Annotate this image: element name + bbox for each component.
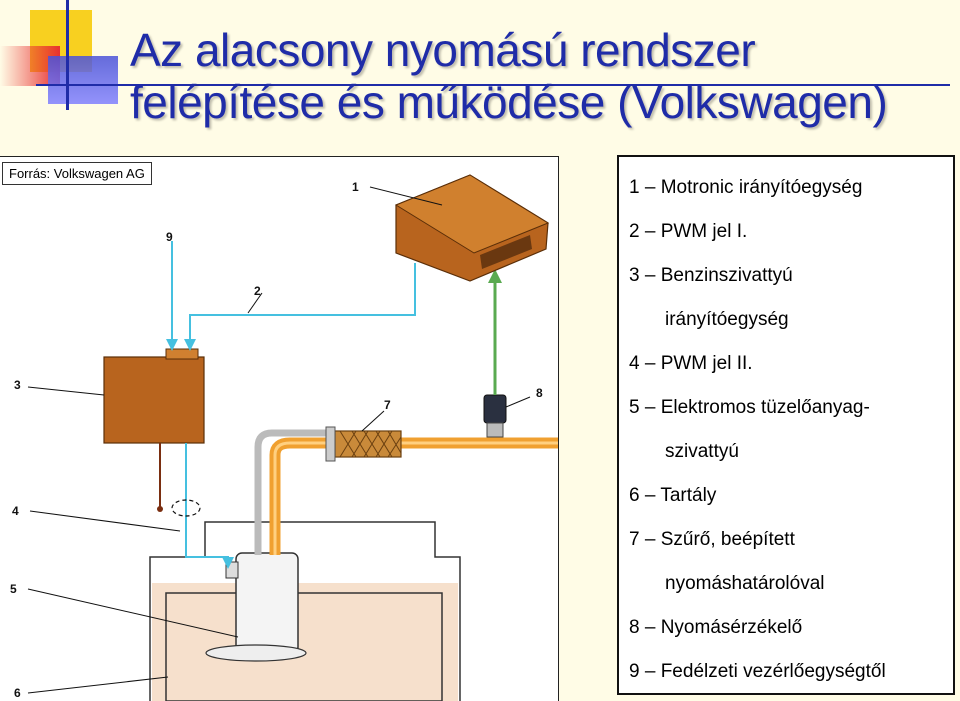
fuel-pump-base bbox=[205, 644, 307, 662]
leader-3 bbox=[27, 386, 105, 396]
legend-cont-7: nyomáshatárolóval bbox=[665, 573, 825, 594]
legend-item-4: 4 – PWM jel II. bbox=[629, 353, 753, 374]
leader-5 bbox=[27, 588, 239, 638]
signal-arrow-pwm2 bbox=[222, 557, 234, 569]
tank-fuel-level bbox=[152, 583, 458, 701]
legend-num-3: 3 bbox=[629, 265, 640, 286]
legend-item-1: 1 – Motronic irányítóegység bbox=[629, 177, 863, 198]
title-rule bbox=[36, 84, 950, 86]
filter-mesh bbox=[339, 430, 402, 458]
pressure-sensor-thread bbox=[486, 422, 504, 438]
legend-num-8: 8 bbox=[629, 617, 640, 638]
title-line-1: Az alacsony nyomású rendszer bbox=[130, 24, 756, 76]
legend-text-3: Benzinszivattyú bbox=[660, 265, 793, 286]
motronic-ecu-top bbox=[394, 174, 550, 254]
legend-num-6: 6 bbox=[629, 485, 640, 506]
signal-arrow-9 bbox=[166, 339, 178, 351]
leader-6 bbox=[27, 676, 169, 694]
pump-control-connector bbox=[165, 348, 199, 360]
legend-num-9: 9 bbox=[629, 661, 640, 682]
legend-item-9: 9 – Fedélzeti vezérlőegységtől bbox=[629, 661, 886, 682]
callout-2: 2 bbox=[254, 284, 261, 298]
page-title: Az alacsony nyomású rendszer felépítése … bbox=[130, 24, 950, 128]
legend-text-6: Tartály bbox=[660, 485, 717, 506]
ground-terminal bbox=[157, 506, 163, 512]
callout-6: 6 bbox=[14, 686, 21, 700]
leader-8 bbox=[505, 396, 531, 408]
leader-1 bbox=[369, 186, 443, 206]
leader-7 bbox=[361, 410, 385, 432]
legend-text-5: Elektromos tüzelőanyag- bbox=[660, 397, 870, 418]
callout-7: 7 bbox=[384, 398, 391, 412]
callout-4: 4 bbox=[12, 504, 19, 518]
callout-8: 8 bbox=[536, 386, 543, 400]
legend-item-2: 2 – PWM jel I. bbox=[629, 221, 748, 242]
legend-num-5: 5 bbox=[629, 397, 640, 418]
signal-arrow-pwm1 bbox=[184, 339, 196, 351]
fuel-pump-body bbox=[235, 552, 299, 654]
legend-box: 1 – Motronic irányítóegység 2 – PWM jel … bbox=[617, 155, 955, 695]
legend-item-8: 8 – Nyomásérzékelő bbox=[629, 617, 803, 638]
deco-blue-square bbox=[48, 56, 118, 104]
legend-num-2: 2 bbox=[629, 221, 640, 242]
pipe-flange bbox=[325, 426, 336, 462]
legend-num-1: 1 bbox=[629, 177, 640, 198]
pwm2-indicator bbox=[171, 499, 201, 517]
legend-text-7: Szűrő, beépített bbox=[660, 529, 795, 550]
legend-text-8: Nyomásérzékelő bbox=[660, 617, 803, 638]
leader-2 bbox=[247, 292, 263, 314]
legend-cont-5: szivattyú bbox=[665, 441, 739, 462]
legend-item-5: 5 – Elektromos tüzelőanyag-szivattyú bbox=[629, 397, 953, 463]
callout-1: 1 bbox=[352, 180, 359, 194]
title-line-2: felépítése és működése (Volkswagen) bbox=[130, 76, 888, 128]
leader-4 bbox=[29, 510, 181, 532]
sensor-signal-arrow bbox=[488, 269, 502, 283]
legend-text-2: PWM jel I. bbox=[660, 221, 748, 242]
source-label: Forrás: Volkswagen AG bbox=[2, 162, 152, 185]
legend-text-9: Fedélzeti vezérlőegységtől bbox=[660, 661, 886, 682]
callout-9: 9 bbox=[166, 230, 173, 244]
pump-control-unit bbox=[103, 356, 205, 444]
return-line bbox=[254, 429, 330, 555]
tank-inner-compartment bbox=[165, 592, 443, 701]
legend-cont-3: irányítóegység bbox=[665, 309, 789, 330]
legend-text-4: PWM jel II. bbox=[660, 353, 753, 374]
signal-line-pwm1 bbox=[189, 263, 416, 349]
diagram-svg: 1 2 3 4 5 6 7 8 9 bbox=[10, 174, 558, 701]
legend-num-7: 7 bbox=[629, 529, 640, 550]
legend-num-4: 4 bbox=[629, 353, 640, 374]
legend-text-1: Motronic irányítóegység bbox=[660, 177, 863, 198]
pressure-sensor-body bbox=[483, 394, 507, 424]
fuel-system-diagram: 1 2 3 4 5 6 7 8 9 bbox=[0, 156, 559, 701]
ecu-connector bbox=[480, 235, 532, 269]
fuel-supply-line-inner bbox=[273, 441, 558, 555]
callout-3: 3 bbox=[14, 378, 21, 392]
deco-vertical-line bbox=[66, 0, 69, 110]
legend-item-6: 6 – Tartály bbox=[629, 485, 717, 506]
callout-5: 5 bbox=[10, 582, 17, 596]
